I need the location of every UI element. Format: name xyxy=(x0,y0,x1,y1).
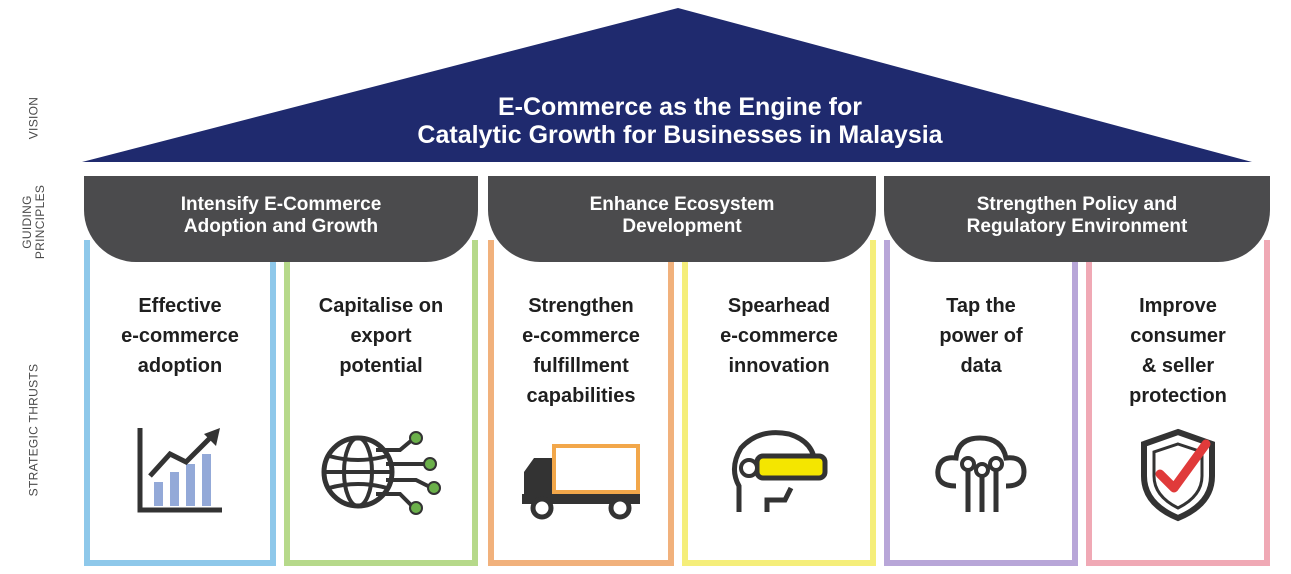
globe-network-icon xyxy=(316,424,446,525)
vision-statement: E-Commerce as the Engine for Catalytic G… xyxy=(300,93,1060,149)
growth-chart-icon xyxy=(130,424,230,525)
shield-check-icon xyxy=(1128,424,1228,529)
delivery-truck-icon xyxy=(516,424,646,525)
vr-headset-icon xyxy=(719,424,839,529)
vision-line-1: E-Commerce as the Engine for xyxy=(498,93,862,121)
vision-line-2: Catalytic Growth for Businesses in Malay… xyxy=(417,121,943,149)
cloud-data-icon xyxy=(926,424,1036,525)
